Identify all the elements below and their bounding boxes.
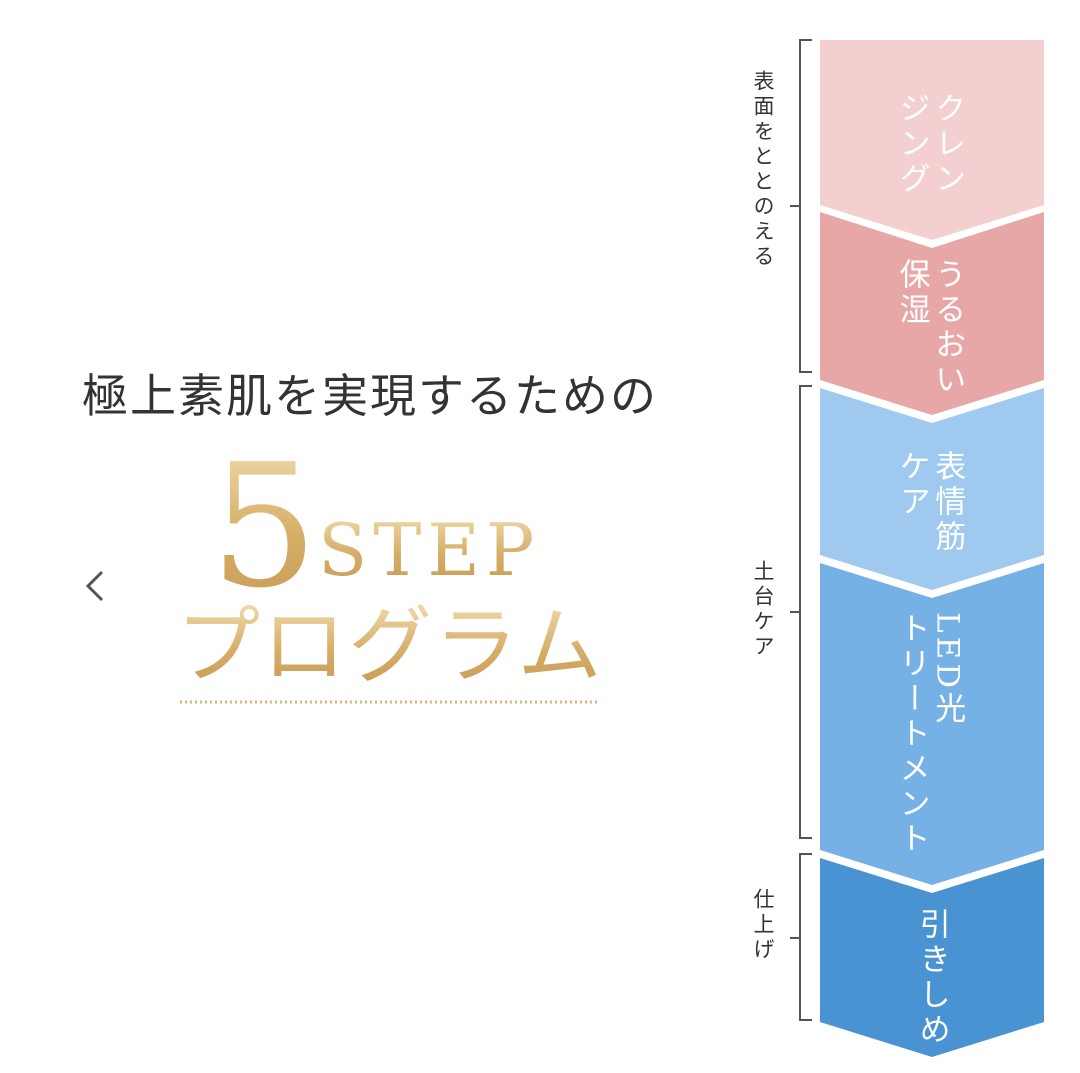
step-label-facial-muscle: 表情筋ケア — [893, 450, 966, 555]
five-numeral: 5 — [210, 440, 318, 626]
group-bracket-surface — [790, 39, 812, 373]
step-label-line: うるおい — [929, 258, 966, 398]
step-label-line: クレン — [929, 92, 966, 197]
step-label-led: LED光トリートメント — [893, 612, 966, 857]
step-label-line: 表情筋 — [929, 450, 966, 555]
step-label-cleansing: クレンジング — [893, 92, 966, 197]
step-label-line: 保湿 — [893, 258, 930, 328]
chevron-left-icon[interactable] — [78, 566, 112, 606]
subtitle: 極上素肌を実現するための — [82, 369, 658, 423]
group-label-surface: 表面をととのえる — [751, 70, 775, 270]
step-label-firming: 引きしめ — [913, 908, 950, 1048]
step-label-line: LED光 — [929, 612, 966, 728]
group-label-finish: 仕上げ — [751, 888, 775, 963]
group-bracket-foundation — [790, 385, 812, 839]
step-word: STEP — [318, 508, 540, 592]
group-bracket-finish — [790, 853, 812, 1021]
step-label-line: トリートメント — [893, 612, 930, 857]
step-label-line: 引きしめ — [913, 908, 950, 1048]
group-label-foundation: 土台ケア — [751, 560, 775, 660]
step-label-moisturize: うるおい保湿 — [893, 258, 966, 398]
step-label-line: ジング — [893, 92, 930, 197]
step-label-line: ケア — [893, 450, 930, 520]
program-word: プログラム — [176, 597, 603, 695]
five-step-program-title: 5 STEP プログラム — [176, 440, 603, 704]
